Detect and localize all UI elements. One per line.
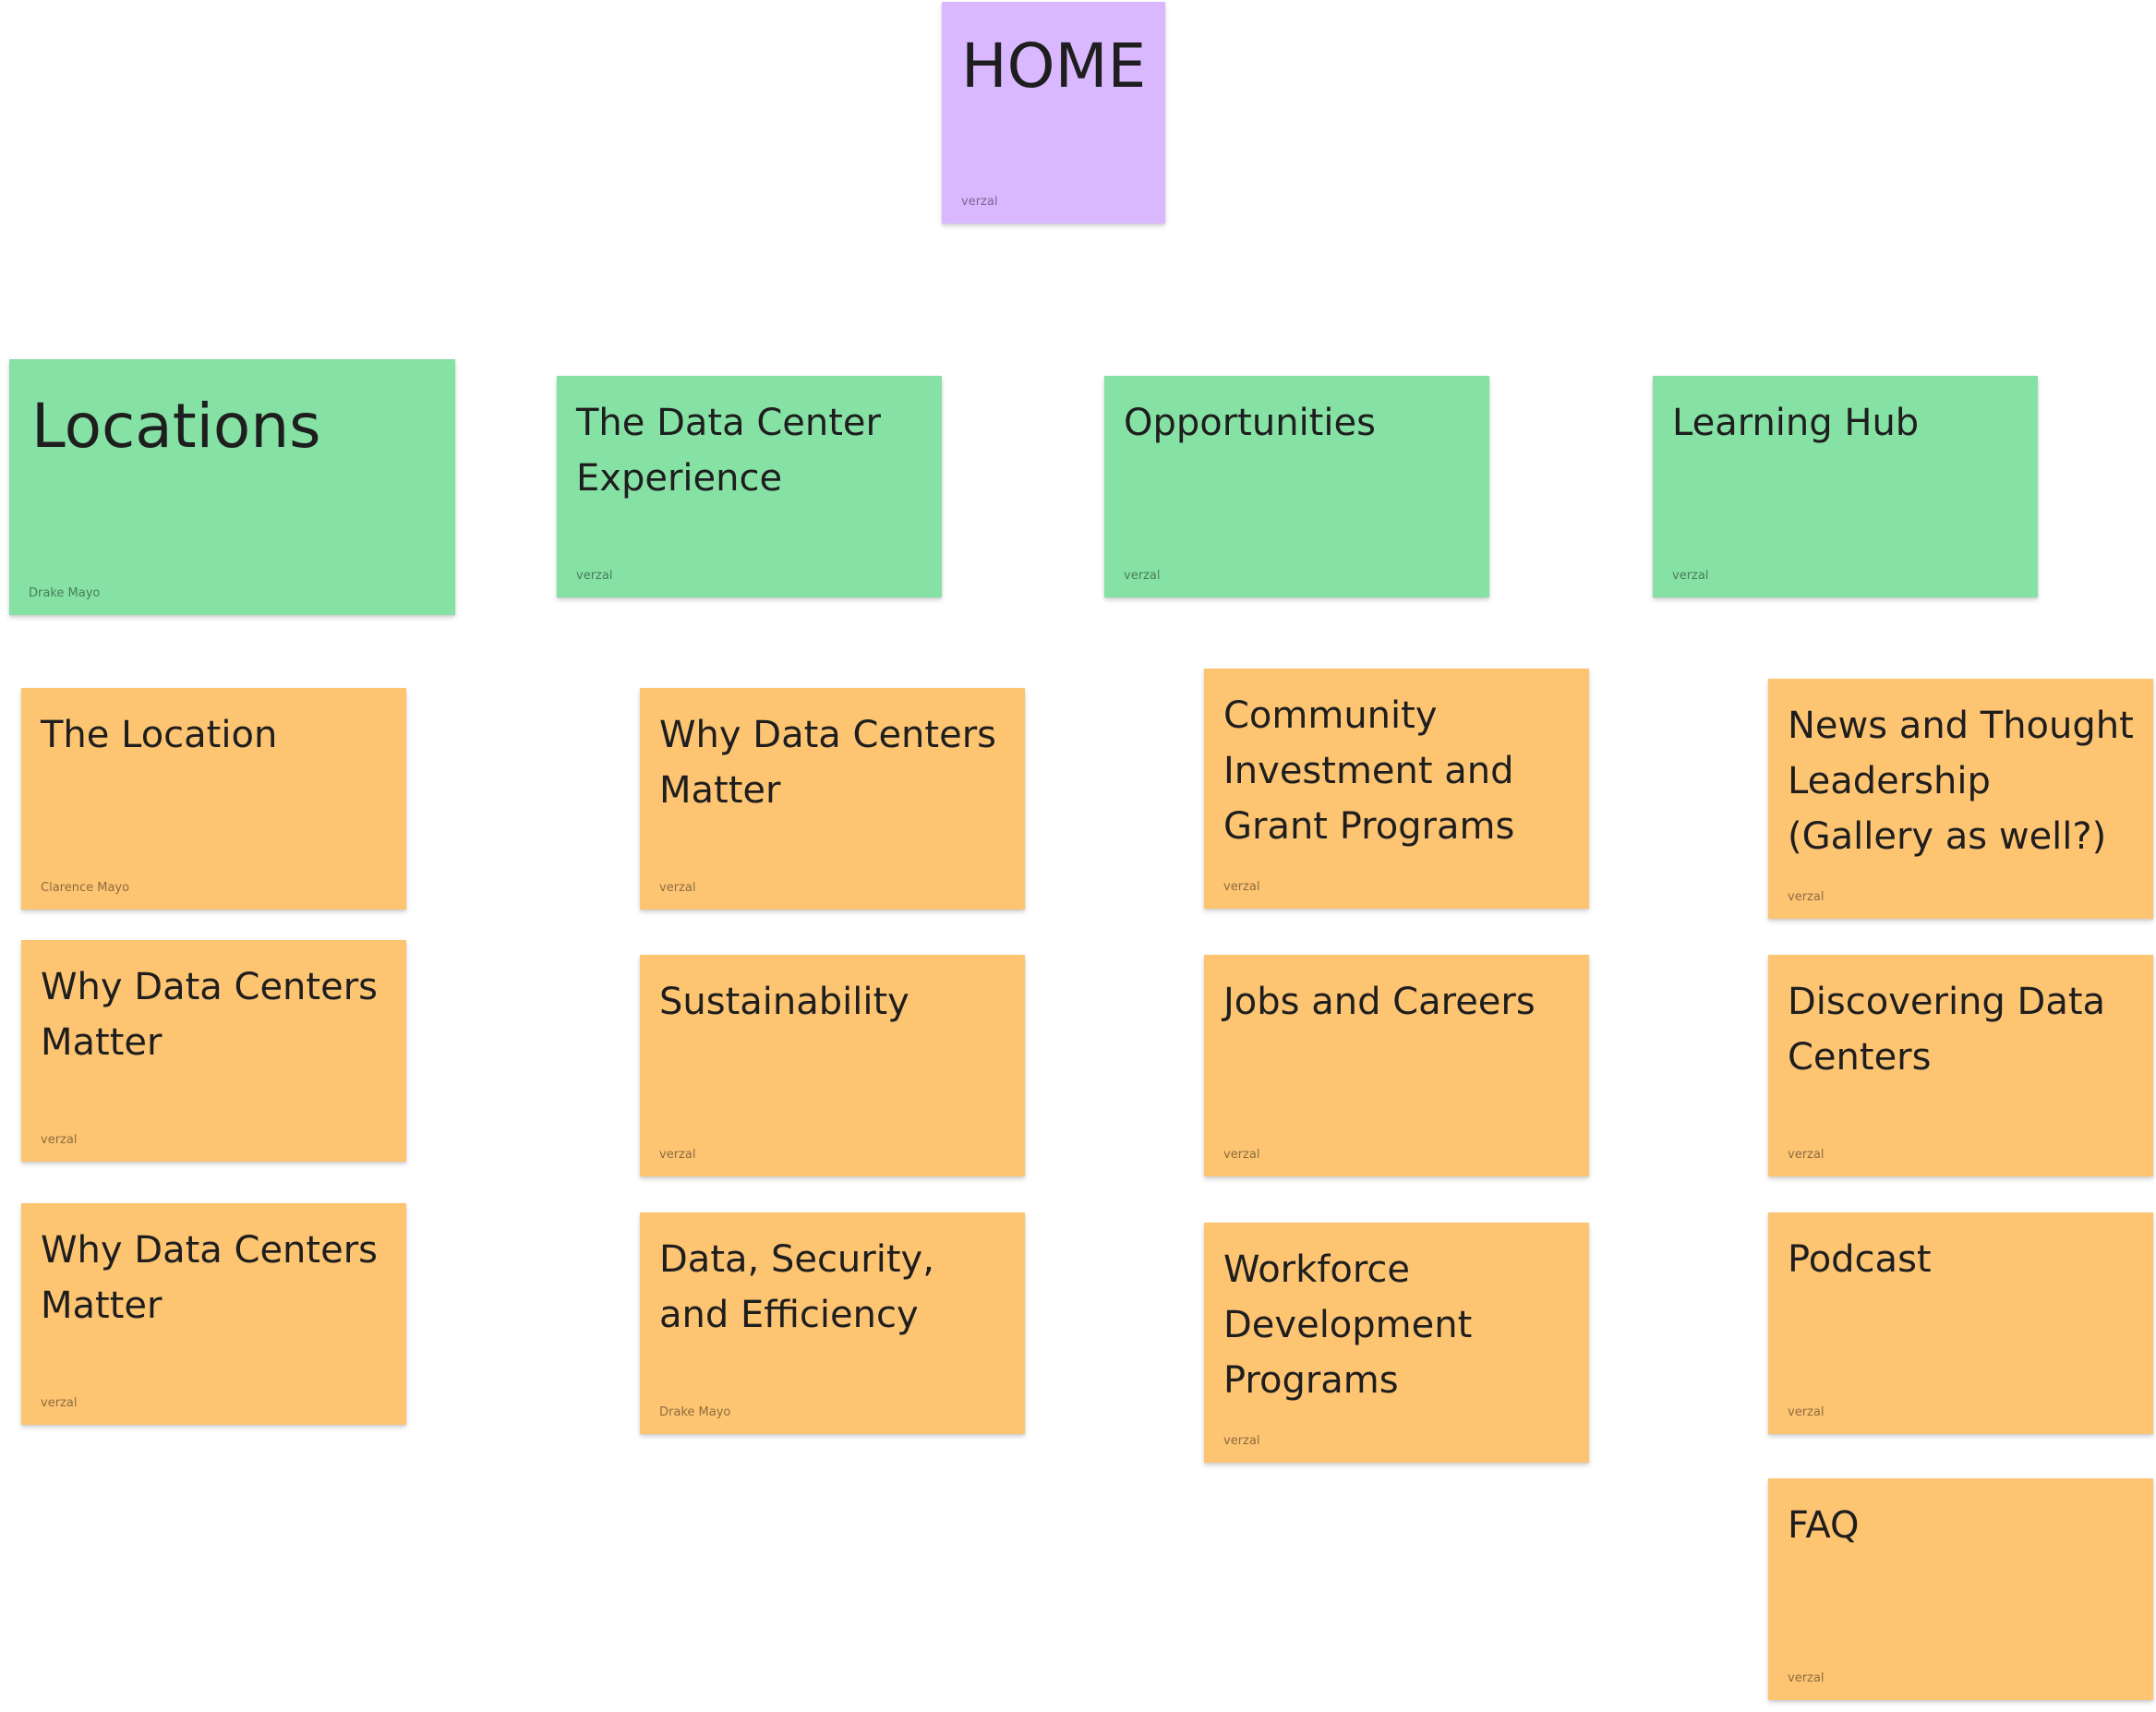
- sticky-note-the-location[interactable]: The Location Clarence Mayo: [21, 688, 406, 910]
- sticky-note-locations[interactable]: Locations Drake Mayo: [9, 359, 455, 615]
- sticky-note-why-data-centers-matter[interactable]: Why Data Centers Matter verzal: [640, 688, 1025, 910]
- sticky-author: Drake Mayo: [659, 1405, 731, 1419]
- sticky-author: verzal: [1788, 1405, 1825, 1419]
- sticky-title: The Data Center Experience: [576, 402, 881, 500]
- sticky-note-podcast[interactable]: Podcast verzal: [1768, 1212, 2153, 1434]
- sticky-title: The Location: [41, 714, 278, 756]
- sticky-note-why-data-centers-matter[interactable]: Why Data Centers Matter verzal: [21, 940, 406, 1162]
- sticky-author: verzal: [961, 195, 998, 209]
- sticky-note-faq[interactable]: FAQ verzal: [1768, 1478, 2153, 1700]
- sticky-title: Why Data Centers Matter: [41, 966, 378, 1064]
- sticky-note-data-center-experience[interactable]: The Data Center Experience verzal: [557, 376, 942, 597]
- sticky-author: Drake Mayo: [29, 586, 101, 600]
- sticky-author: verzal: [576, 569, 613, 583]
- sticky-note-opportunities[interactable]: Opportunities verzal: [1104, 376, 1489, 597]
- sticky-author: Clarence Mayo: [41, 881, 130, 895]
- sticky-title: Community Investment and Grant Programs: [1223, 694, 1515, 848]
- sticky-author: verzal: [1124, 569, 1161, 583]
- sticky-title: Why Data Centers Matter: [659, 714, 996, 812]
- sticky-title: News and Thought Leadership (Gallery as …: [1788, 705, 2134, 858]
- sticky-note-data-security-efficiency[interactable]: Data, Security, and Efficiency Drake May…: [640, 1212, 1025, 1434]
- sticky-title: Learning Hub: [1672, 402, 1920, 444]
- sticky-title: Locations: [31, 391, 321, 462]
- sticky-note-learning-hub[interactable]: Learning Hub verzal: [1653, 376, 2038, 597]
- sticky-title: Workforce Development Programs: [1223, 1248, 1473, 1402]
- sticky-author: verzal: [41, 1396, 78, 1410]
- sticky-note-discovering-data-centers[interactable]: Discovering Data Centers verzal: [1768, 955, 2153, 1176]
- sticky-author: verzal: [659, 881, 696, 895]
- sticky-note-why-data-centers-matter[interactable]: Why Data Centers Matter verzal: [21, 1203, 406, 1425]
- sticky-author: verzal: [1223, 1148, 1260, 1162]
- sticky-title: Discovering Data Centers: [1788, 981, 2106, 1079]
- sticky-title: FAQ: [1788, 1504, 1860, 1547]
- sticky-title: Why Data Centers Matter: [41, 1229, 378, 1327]
- sticky-note-home[interactable]: HOME verzal: [942, 2, 1165, 223]
- sticky-author: verzal: [1223, 880, 1260, 894]
- sticky-title: Jobs and Careers: [1223, 981, 1536, 1023]
- sticky-author: verzal: [41, 1133, 78, 1147]
- sticky-title: Sustainability: [659, 981, 909, 1023]
- sticky-author: verzal: [659, 1148, 696, 1162]
- sticky-note-sustainability[interactable]: Sustainability verzal: [640, 955, 1025, 1176]
- sticky-author: verzal: [1672, 569, 1709, 583]
- sticky-note-news-thought-leadership[interactable]: News and Thought Leadership (Gallery as …: [1768, 679, 2153, 919]
- sticky-title: Opportunities: [1124, 402, 1376, 444]
- sticky-note-jobs-and-careers[interactable]: Jobs and Careers verzal: [1204, 955, 1589, 1176]
- sticky-author: verzal: [1223, 1434, 1260, 1448]
- sticky-note-community-investment[interactable]: Community Investment and Grant Programs …: [1204, 669, 1589, 909]
- sticky-author: verzal: [1788, 890, 1825, 904]
- sticky-author: verzal: [1788, 1148, 1825, 1162]
- sticky-title: Podcast: [1788, 1238, 1932, 1281]
- sticky-author: verzal: [1788, 1671, 1825, 1685]
- sticky-title: Data, Security, and Efficiency: [659, 1238, 934, 1336]
- sticky-title: HOME: [961, 30, 1147, 102]
- sticky-note-workforce-development[interactable]: Workforce Development Programs verzal: [1204, 1223, 1589, 1463]
